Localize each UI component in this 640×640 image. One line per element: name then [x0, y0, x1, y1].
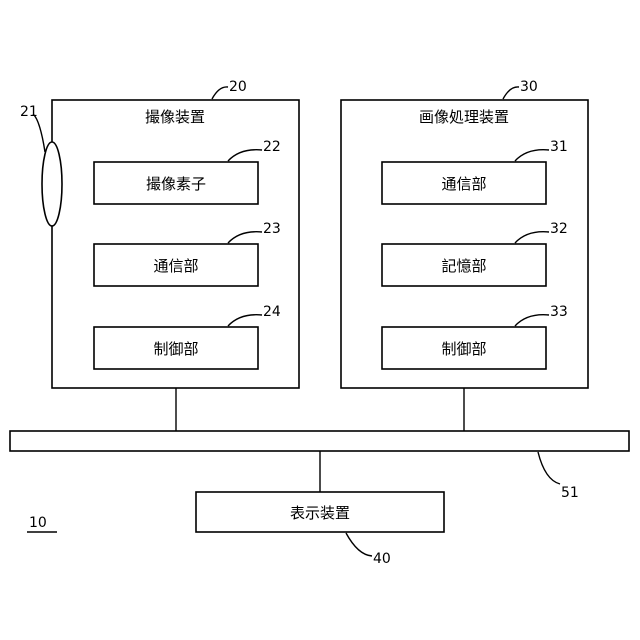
lens: [42, 142, 62, 226]
image-processing-device-title: 画像処理装置: [419, 108, 509, 126]
image-sensor-ref: 22: [263, 139, 281, 155]
lens-ref: 21: [20, 104, 38, 120]
bus-bar: [10, 431, 629, 451]
image-processing-device-leader: [503, 87, 519, 99]
processing-control-label: 制御部: [441, 340, 486, 358]
display-device-label: 表示装置: [290, 504, 350, 522]
bus-leader: [538, 452, 560, 484]
storage-label: 記憶部: [441, 257, 486, 275]
imaging-control-ref: 24: [263, 304, 281, 320]
image-processing-device: 画像処理装置 30 通信部 31 記憶部 32 制御部 33: [341, 79, 588, 388]
display-device-leader: [346, 533, 372, 556]
processing-comm-label: 通信部: [441, 175, 486, 193]
system-label: 10: [27, 515, 57, 532]
processing-comm-ref: 31: [550, 139, 568, 155]
storage-ref: 32: [550, 221, 568, 237]
system-ref: 10: [29, 515, 47, 531]
imaging-device-leader: [212, 87, 228, 99]
imaging-comm-ref: 23: [263, 221, 281, 237]
imaging-control-label: 制御部: [153, 340, 198, 358]
imaging-comm-label: 通信部: [153, 257, 198, 275]
bus-ref: 51: [561, 485, 579, 501]
display-device-ref: 40: [373, 551, 391, 567]
image-sensor-label: 撮像素子: [146, 175, 206, 193]
imaging-device-ref: 20: [229, 79, 247, 95]
imaging-device-title: 撮像装置: [145, 108, 205, 126]
processing-control-ref: 33: [550, 304, 568, 320]
image-processing-device-ref: 30: [520, 79, 538, 95]
display-device: 表示装置 40: [196, 492, 444, 567]
imaging-device: 撮像装置 20 21 撮像素子 22 通信部 23 制御部 24: [20, 79, 299, 388]
